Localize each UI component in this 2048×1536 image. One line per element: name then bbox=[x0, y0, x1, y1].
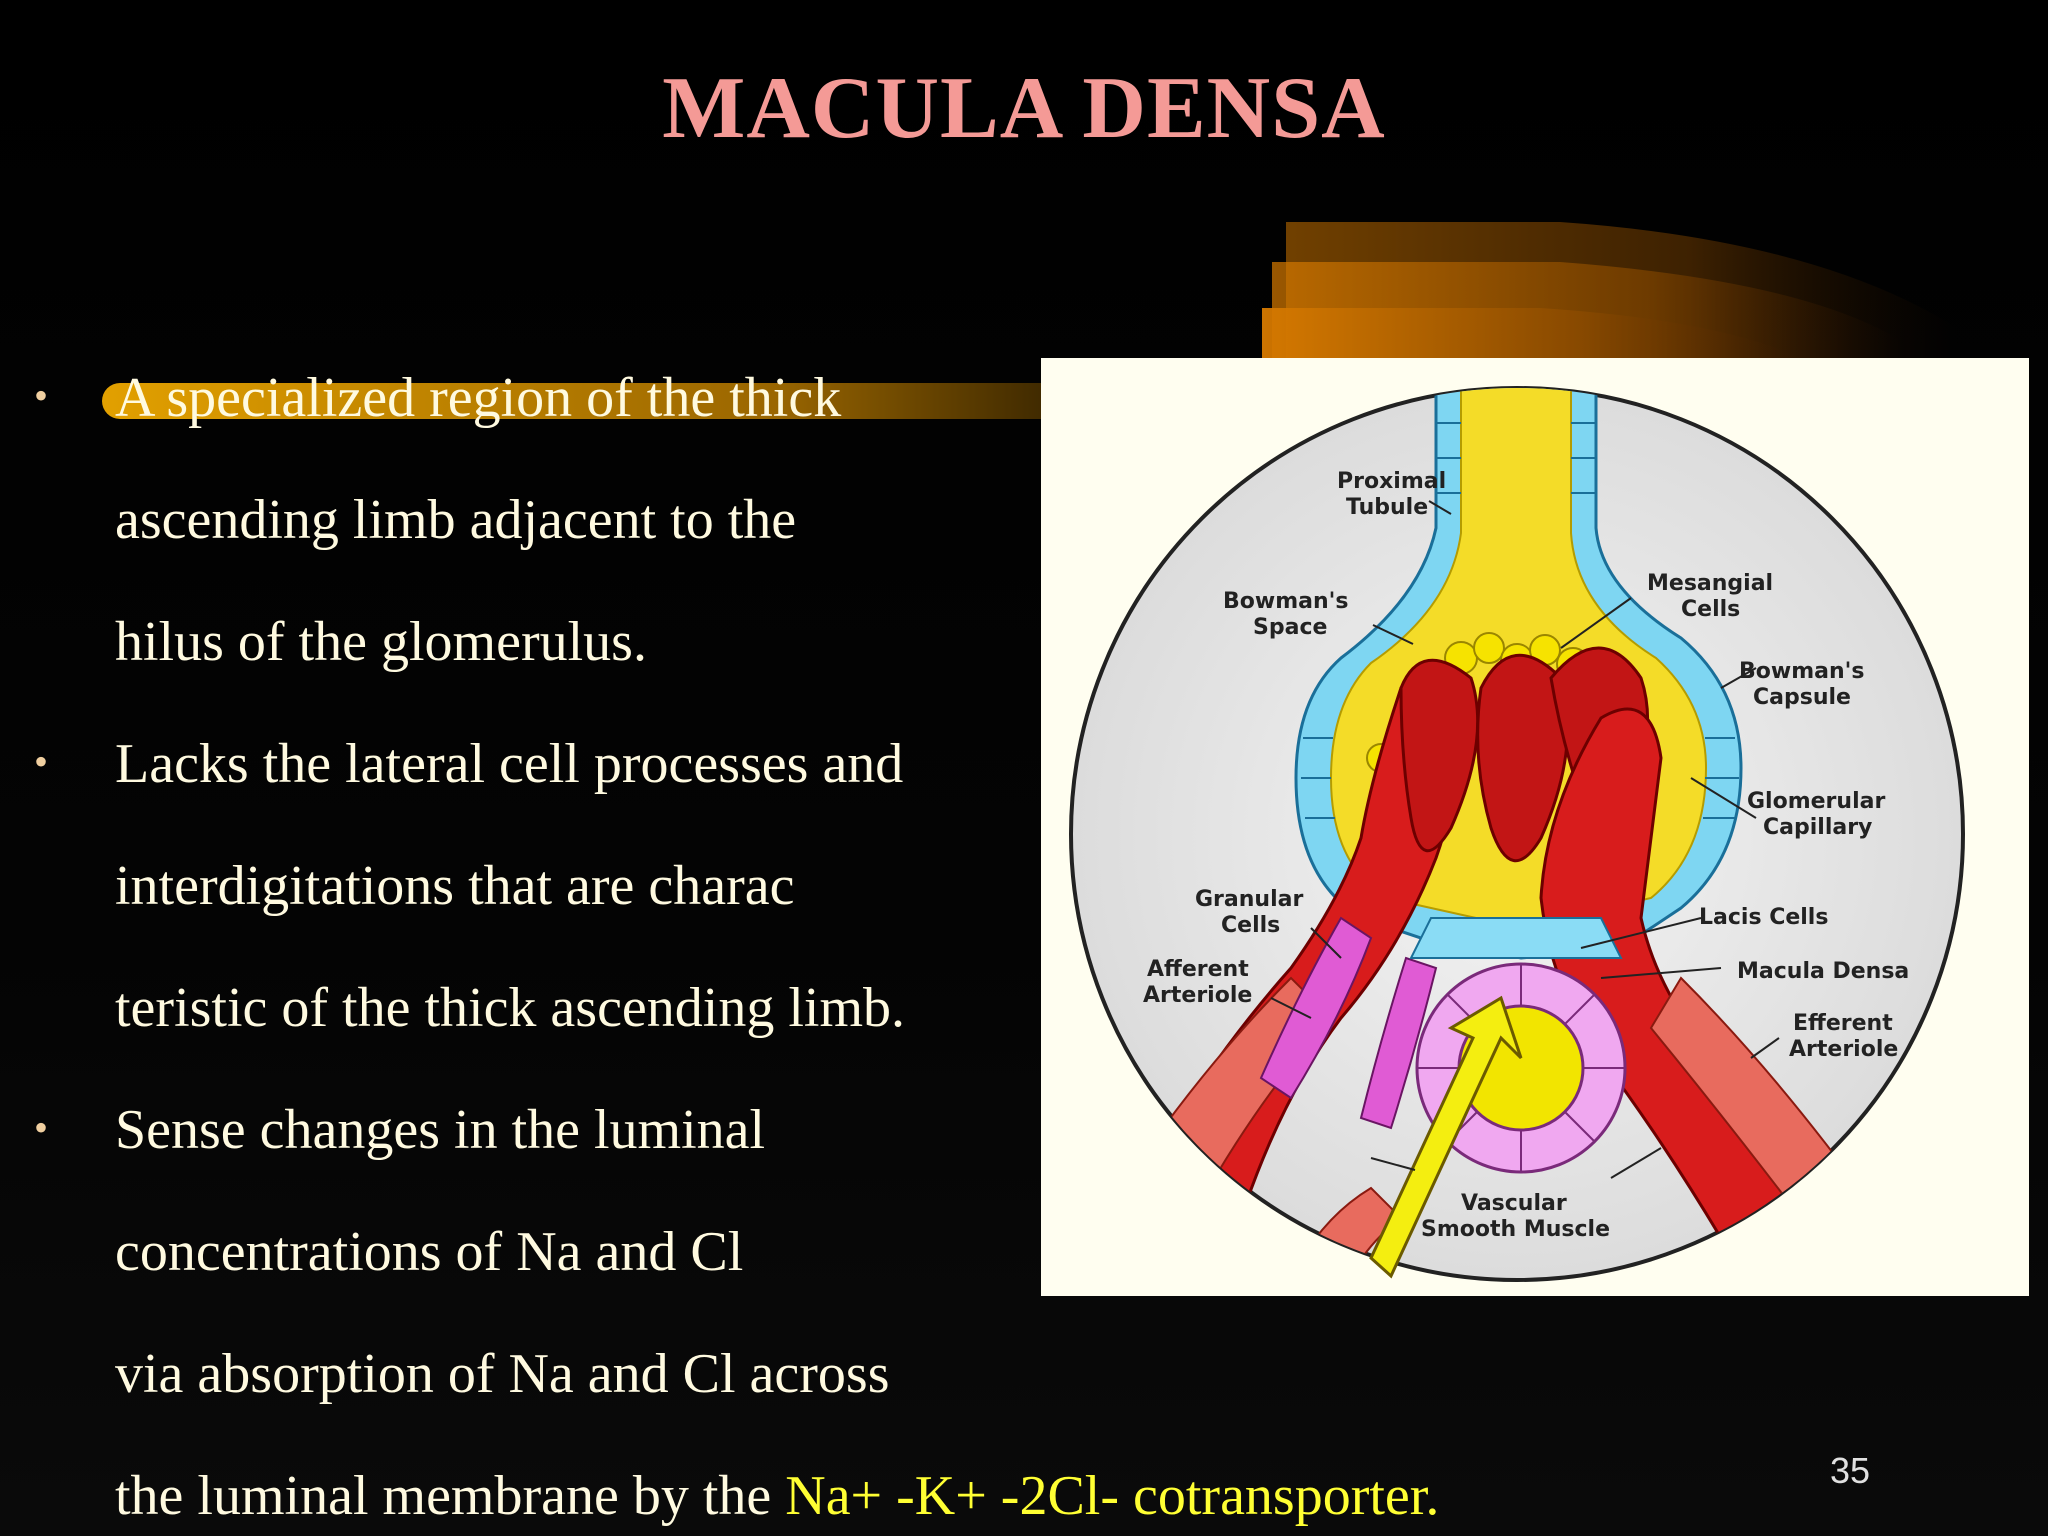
label-proximal-tubule-1: Proximal bbox=[1337, 469, 1446, 494]
macula-densa-arrow bbox=[1369, 995, 1523, 1279]
bullet-2-line-2: interdigitations that are charac bbox=[115, 855, 795, 917]
bullet-1-line-1: A specialized region of the thick bbox=[115, 367, 842, 429]
label-bowmans-capsule-1: Bowman's bbox=[1739, 659, 1864, 684]
label-lacis-cells: Lacis Cells bbox=[1699, 905, 1828, 930]
label-granular-1: Granular bbox=[1195, 887, 1303, 912]
label-bowmans-space-2: Space bbox=[1253, 615, 1327, 640]
bullet-marker: • bbox=[34, 373, 49, 418]
label-mesangial-1: Mesangial bbox=[1647, 571, 1773, 596]
juxtaglomerular-diagram: Proximal Tubule Bowman's Space Mesangial… bbox=[1041, 358, 2029, 1296]
label-bowmans-space-1: Bowman's bbox=[1223, 589, 1348, 614]
bullet-3-line-3: via absorption of Na and Cl across bbox=[115, 1343, 890, 1405]
bullet-2-line-1: Lacks the lateral cell processes and bbox=[115, 733, 904, 795]
diagram-svg: Proximal Tubule Bowman's Space Mesangial… bbox=[1069, 386, 1965, 1282]
bullet-marker: • bbox=[34, 739, 49, 784]
label-glomerular-2: Capillary bbox=[1763, 815, 1872, 840]
label-granular-2: Cells bbox=[1221, 913, 1280, 938]
label-vascular-2: Smooth Muscle bbox=[1421, 1217, 1610, 1242]
bullet-3-line-4: the luminal membrane by the Na+ -K+ -2Cl… bbox=[115, 1464, 1439, 1528]
label-vascular-1: Vascular bbox=[1461, 1191, 1567, 1216]
bullet-marker: • bbox=[34, 1105, 49, 1150]
label-afferent-1: Afferent bbox=[1147, 957, 1249, 982]
label-macula-densa: Macula Densa bbox=[1737, 959, 1909, 984]
label-glomerular-1: Glomerular bbox=[1747, 789, 1885, 814]
label-efferent-2: Arteriole bbox=[1789, 1037, 1898, 1062]
label-afferent-2: Arteriole bbox=[1143, 983, 1252, 1008]
label-proximal-tubule-2: Tubule bbox=[1346, 495, 1428, 520]
bullet-3-line-1: Sense changes in the luminal bbox=[115, 1099, 766, 1161]
bullet-2-line-3: teristic of the thick ascending limb. bbox=[115, 977, 906, 1039]
label-bowmans-capsule-2: Capsule bbox=[1753, 685, 1851, 710]
label-mesangial-2: Cells bbox=[1681, 597, 1740, 622]
bullet-3-line-4-text: the luminal membrane by the bbox=[115, 1465, 786, 1527]
bullet-3-line-2: concentrations of Na and Cl bbox=[115, 1221, 744, 1283]
slide-title: MACULA DENSA bbox=[662, 60, 1386, 157]
page-number: 35 bbox=[1830, 1450, 1871, 1491]
cotransporter-highlight: Na+ -K+ -2Cl- cotransporter. bbox=[785, 1465, 1440, 1527]
bullet-1-line-3: hilus of the glomerulus. bbox=[115, 611, 647, 673]
bullet-1-line-2: ascending limb adjacent to the bbox=[115, 489, 797, 551]
label-efferent-1: Efferent bbox=[1793, 1011, 1893, 1036]
